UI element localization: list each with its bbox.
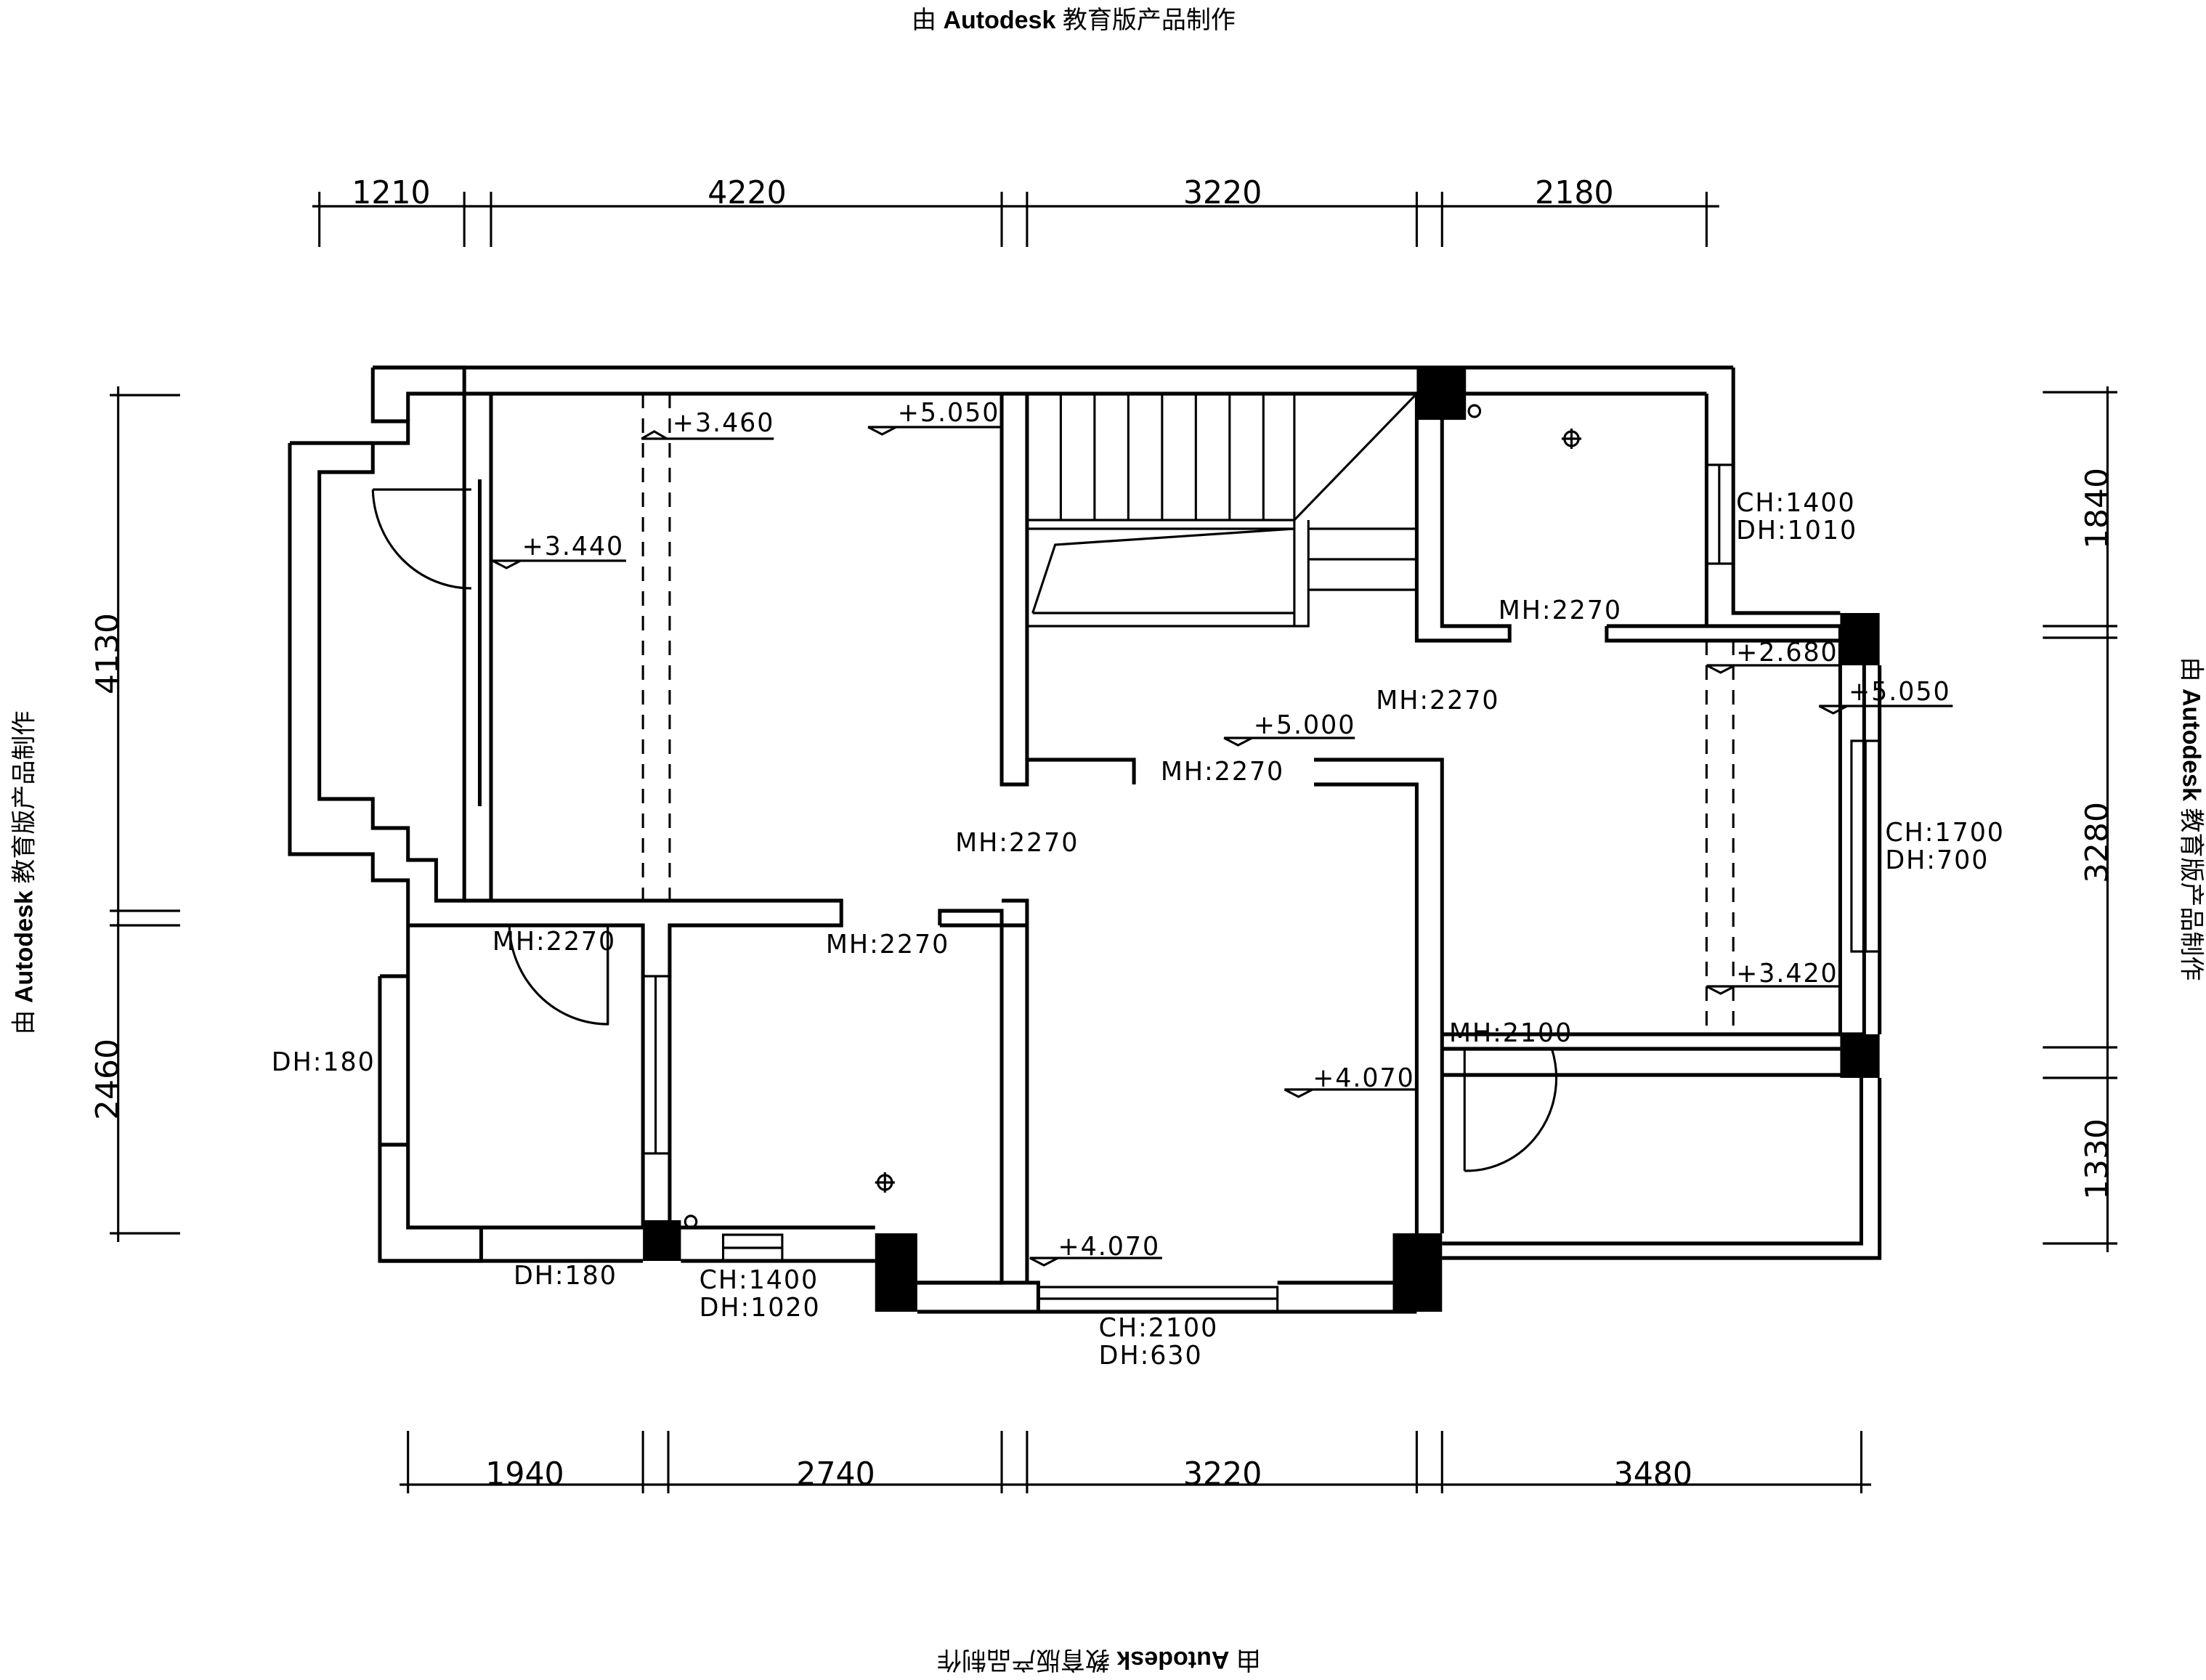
- opening-label: DH:180: [272, 1047, 376, 1077]
- window-label: CH:1400: [699, 1265, 819, 1295]
- window-label: DH:700: [1885, 845, 1989, 875]
- window-label: DH:1010: [1736, 515, 1857, 545]
- windows-graphic: [643, 465, 1880, 1312]
- level-label: +3.460: [673, 407, 775, 438]
- window-label: CH:1700: [1885, 817, 2005, 848]
- level-label: +4.070: [1313, 1063, 1415, 1093]
- dim-right-1: 1840: [2080, 468, 2115, 549]
- level-label: +4.070: [1058, 1231, 1161, 1262]
- column-block: [1840, 613, 1879, 665]
- column-block: [875, 1233, 917, 1312]
- opening-label: MH:2270: [1161, 756, 1284, 787]
- window-label: CH:2100: [1099, 1312, 1219, 1343]
- pipe-icon: [1469, 405, 1480, 417]
- dim-top-4: 2180: [1535, 174, 1613, 211]
- dim-top-1: 1210: [352, 174, 430, 211]
- dim-top-3: 3220: [1183, 174, 1262, 211]
- column-block: [1392, 1233, 1442, 1312]
- level-label: +3.440: [522, 531, 625, 561]
- level-label: +5.050: [898, 397, 1000, 428]
- column-block: [643, 1220, 681, 1261]
- dim-bottom-3: 3220: [1183, 1456, 1262, 1493]
- dim-left-2: 2460: [90, 1039, 126, 1120]
- dim-left-1: 4130: [90, 613, 126, 694]
- window-label: DH:630: [1099, 1340, 1203, 1371]
- level-label: +5.050: [1849, 676, 1951, 707]
- dim-right-2: 3280: [2080, 802, 2115, 883]
- opening-label: MH:2270: [1376, 685, 1499, 715]
- window-label: DH:1020: [699, 1292, 821, 1323]
- level-label: +2.680: [1736, 637, 1838, 667]
- opening-label: DH:180: [514, 1260, 617, 1291]
- dim-bottom-4: 3480: [1614, 1456, 1692, 1493]
- dim-top-2: 4220: [707, 174, 786, 211]
- level-label: +5.000: [1254, 710, 1356, 740]
- column-block: [1416, 368, 1466, 420]
- columns: [643, 368, 1880, 1312]
- opening-label: MH:2100: [1449, 1018, 1573, 1048]
- opening-label: MH:2270: [492, 926, 616, 957]
- opening-label: MH:2270: [1499, 595, 1622, 625]
- column-block: [1840, 1034, 1879, 1078]
- dim-right-3: 1330: [2080, 1119, 2115, 1200]
- walls: [290, 368, 1880, 1312]
- opening-label: MH:2270: [826, 929, 949, 959]
- level-label: +3.420: [1736, 958, 1838, 989]
- dim-bottom-2: 2740: [796, 1456, 875, 1493]
- dimension-texts: 1210 4220 3220 2180 1940 2740 3220 3480 …: [90, 174, 2115, 1493]
- staircase: [1027, 394, 1417, 626]
- opening-label: MH:2270: [955, 827, 1079, 858]
- window-label: CH:1400: [1736, 487, 1856, 518]
- dim-bottom-1: 1940: [485, 1456, 564, 1493]
- opening-labels: MH:2270 MH:2270 MH:2270 MH:2270 MH:2270 …: [272, 595, 1622, 1291]
- beam-lines: [643, 394, 1733, 1034]
